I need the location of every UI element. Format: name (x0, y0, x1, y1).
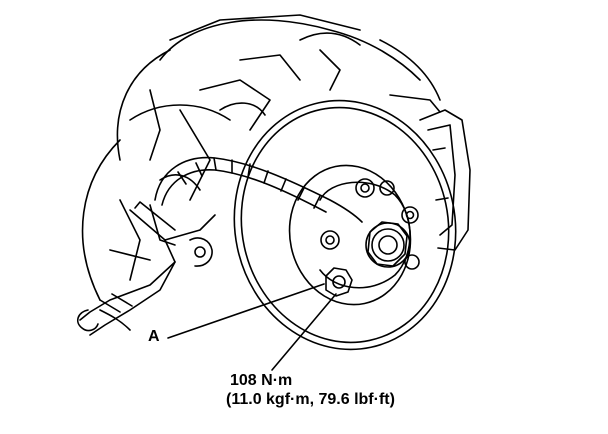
suspension-outline (81, 14, 441, 331)
leader-line-torque (271, 293, 337, 371)
torque-spec-alt-label: (11.0 kgf·m, 79.6 lbf·ft) (226, 391, 395, 408)
spindle-nut (365, 221, 411, 268)
brake-caliper (389, 94, 471, 251)
lug-nut (325, 267, 353, 297)
brake-hose (149, 156, 363, 246)
leader-line-part-a (167, 283, 325, 339)
locking-pliers (76, 201, 216, 336)
brake-rotor (233, 99, 457, 351)
hub-flange (319, 178, 420, 289)
torque-spec-label: 108 N·m (230, 372, 293, 389)
part-label-a: A (148, 328, 160, 345)
